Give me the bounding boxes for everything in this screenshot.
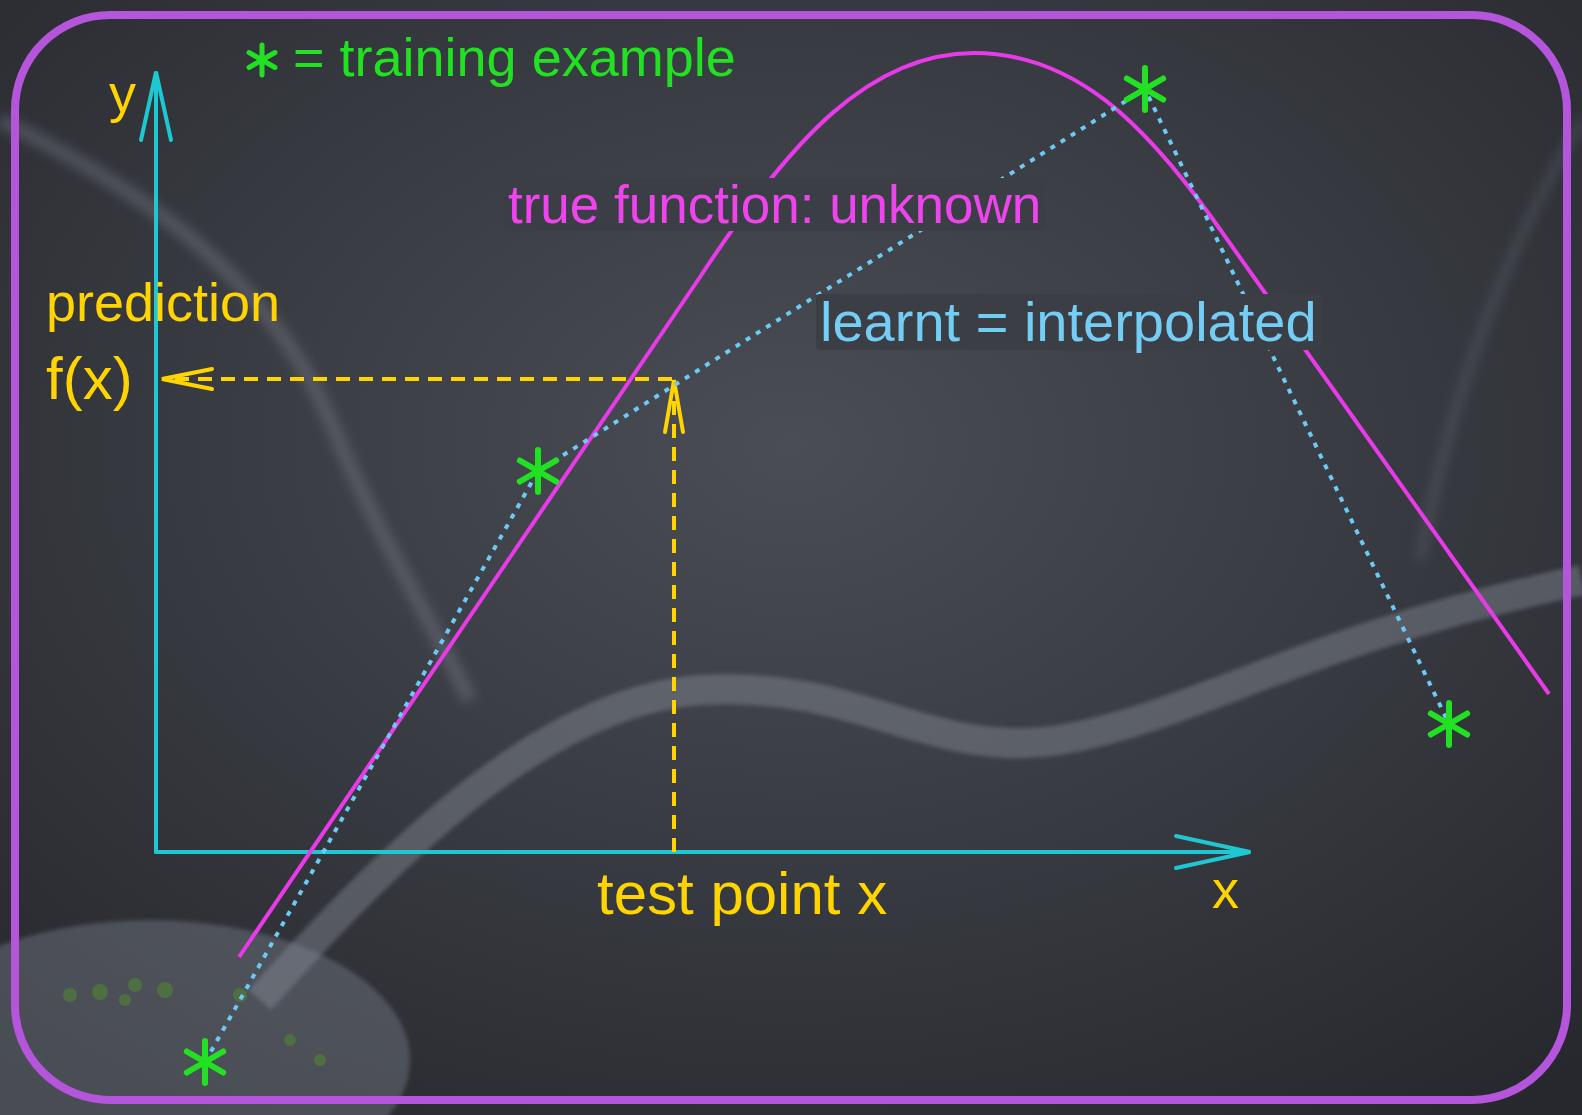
axis-label: prediction xyxy=(46,275,280,329)
curve-label: learnt = interpolated xyxy=(816,294,1321,350)
axis-label: y xyxy=(109,66,136,120)
axon xyxy=(260,580,1582,1000)
training-example-marker xyxy=(1431,703,1467,745)
training-points xyxy=(187,68,1467,1083)
axis-label: x xyxy=(1212,862,1239,916)
curve-label: true function: unknown xyxy=(504,178,1045,231)
interpolated-line-layer xyxy=(205,89,1449,1062)
fibre xyxy=(0,120,470,700)
training-example-marker xyxy=(187,1041,223,1083)
legend-text: = training example xyxy=(293,30,736,84)
axes xyxy=(141,72,1250,868)
training-example-marker xyxy=(1127,68,1163,110)
true-function-curve xyxy=(239,53,1549,957)
fibre xyxy=(1420,120,1582,560)
test-point-guides xyxy=(162,369,683,852)
frame-border xyxy=(15,15,1567,1100)
legend-sample xyxy=(249,45,275,75)
axis-label: test point x xyxy=(597,864,887,924)
interpolated-line xyxy=(205,89,1449,1062)
training-example-marker xyxy=(520,450,556,492)
prediction-label: f(x) xyxy=(46,349,133,409)
